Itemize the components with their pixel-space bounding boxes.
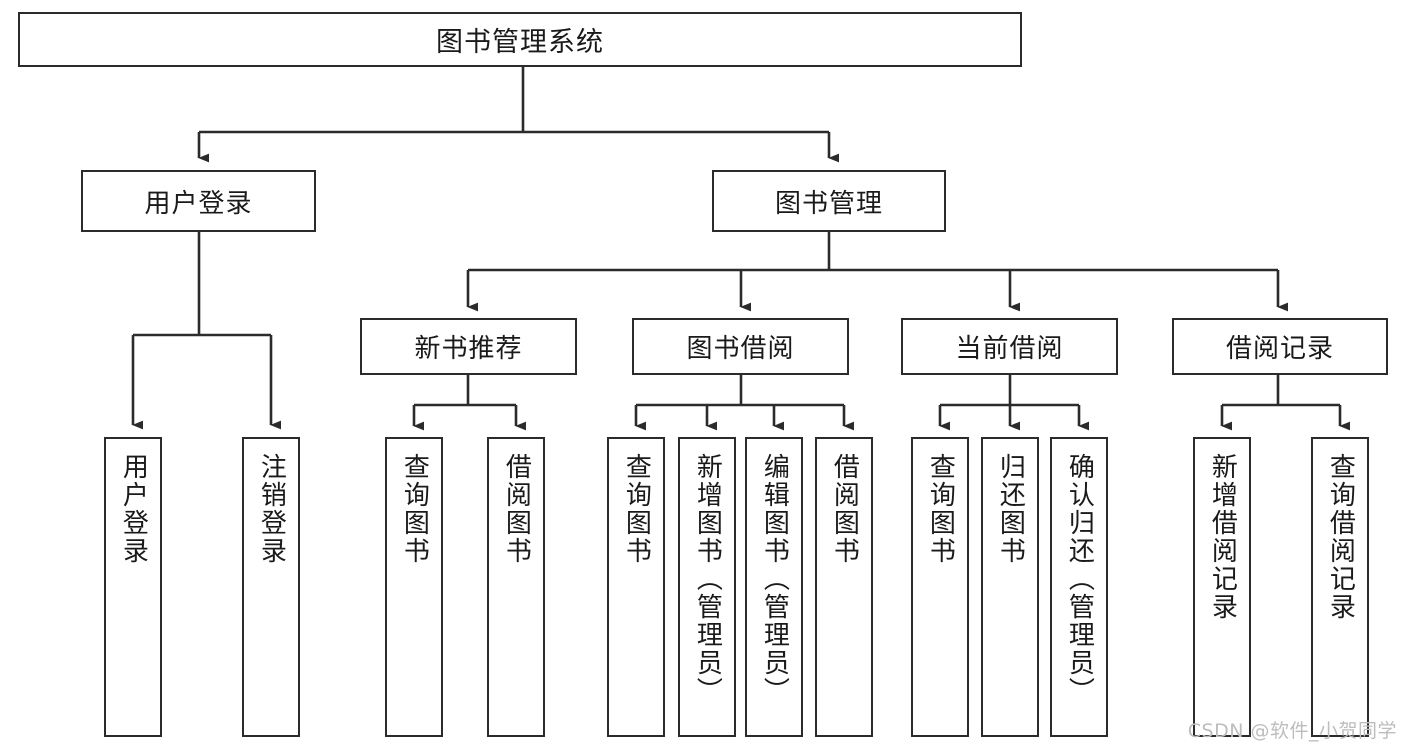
node-label: 借阅图书 bbox=[501, 453, 532, 565]
leaf-book-borrow-borrow-book[interactable]: 借阅图书 bbox=[815, 437, 873, 737]
leaf-borrow-record-query-record[interactable]: 查询借阅记录 bbox=[1311, 437, 1369, 737]
node-label: 注销登录 bbox=[256, 453, 287, 565]
node-user-login[interactable]: 用户登录 bbox=[81, 170, 316, 232]
node-label: 查询图书 bbox=[925, 453, 956, 565]
node-label: 用户登录 bbox=[144, 188, 253, 219]
node-new-book-recommend[interactable]: 新书推荐 bbox=[360, 318, 577, 375]
leaf-new-book-borrow-book[interactable]: 借阅图书 bbox=[487, 437, 545, 737]
leaf-book-borrow-edit-book-admin[interactable]: 编辑图书（管理员） bbox=[745, 437, 803, 737]
leaf-current-borrow-return-book[interactable]: 归还图书 bbox=[981, 437, 1039, 737]
node-label: 新书推荐 bbox=[414, 334, 523, 364]
leaf-borrow-record-add-record[interactable]: 新增借阅记录 bbox=[1193, 437, 1251, 737]
leaf-user-login-login[interactable]: 用户登录 bbox=[104, 437, 162, 737]
node-label: 新增借阅记录 bbox=[1207, 453, 1238, 621]
node-borrow-record[interactable]: 借阅记录 bbox=[1172, 318, 1388, 375]
leaf-new-book-query-book[interactable]: 查询图书 bbox=[385, 437, 443, 737]
node-label: 借阅记录 bbox=[1225, 334, 1334, 364]
node-label: 图书管理系统 bbox=[436, 27, 604, 58]
watermark: CSDN @软件_小贺同学 bbox=[1187, 720, 1397, 742]
node-label: 查询图书 bbox=[399, 453, 430, 565]
node-label: 借阅图书 bbox=[829, 453, 860, 565]
node-label: 新增图书（管理员） bbox=[692, 453, 723, 705]
leaf-current-borrow-confirm-return-admin[interactable]: 确认归还（管理员） bbox=[1050, 437, 1108, 737]
node-label: 图书管理 bbox=[774, 188, 883, 219]
node-label: 图书借阅 bbox=[686, 334, 795, 364]
node-book-borrow[interactable]: 图书借阅 bbox=[632, 318, 849, 375]
node-label: 用户登录 bbox=[118, 453, 149, 565]
node-current-borrow[interactable]: 当前借阅 bbox=[901, 318, 1118, 375]
leaf-user-login-logout[interactable]: 注销登录 bbox=[242, 437, 300, 737]
node-label: 查询借阅记录 bbox=[1325, 453, 1356, 621]
node-label: 归还图书 bbox=[995, 453, 1026, 565]
node-label: 当前借阅 bbox=[955, 334, 1064, 364]
node-book-management[interactable]: 图书管理 bbox=[712, 170, 946, 232]
node-label: 确认归还（管理员） bbox=[1064, 453, 1095, 705]
leaf-current-borrow-query-book[interactable]: 查询图书 bbox=[911, 437, 969, 737]
node-label: 查询图书 bbox=[621, 453, 652, 565]
node-label: 编辑图书（管理员） bbox=[759, 453, 790, 705]
leaf-book-borrow-query-book[interactable]: 查询图书 bbox=[607, 437, 665, 737]
leaf-book-borrow-add-book-admin[interactable]: 新增图书（管理员） bbox=[678, 437, 736, 737]
node-root-book-management-system[interactable]: 图书管理系统 bbox=[18, 12, 1022, 67]
